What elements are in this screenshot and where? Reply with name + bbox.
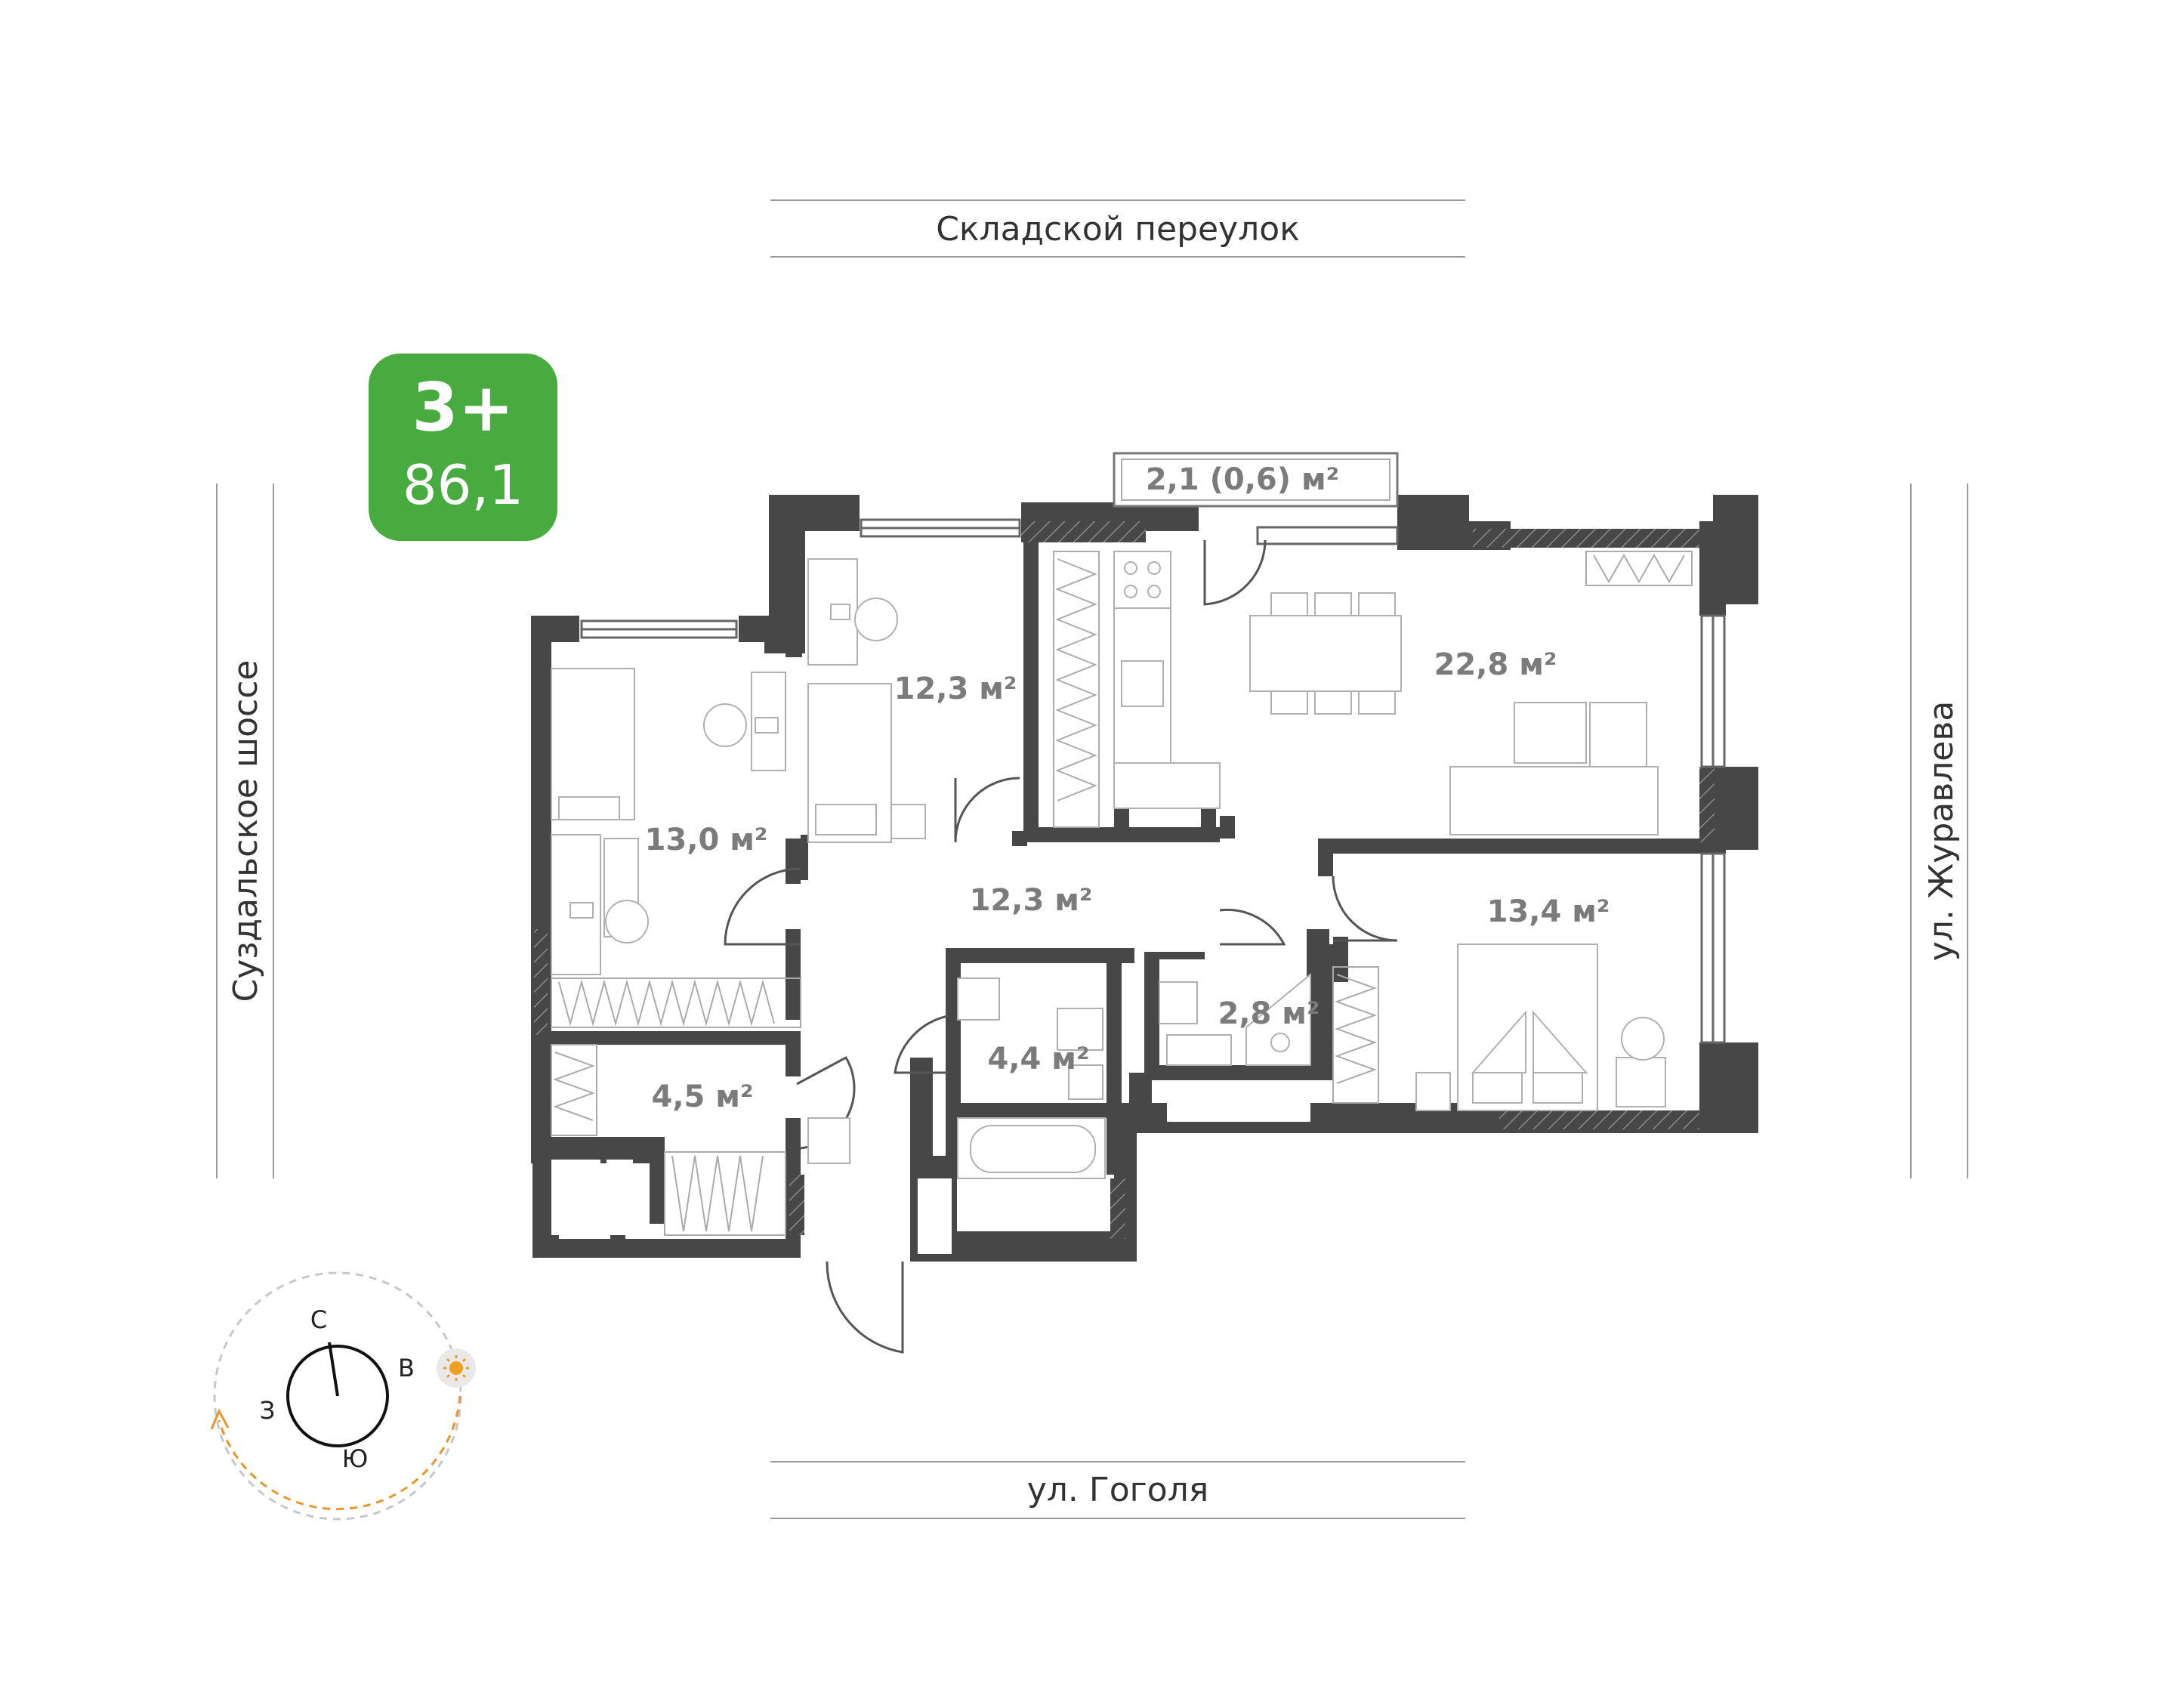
compass-east-label: В (398, 1354, 415, 1382)
balcony (1113, 452, 1399, 508)
street-top-label: Складской переулок (936, 210, 1300, 249)
furniture (551, 551, 1666, 1179)
apartment-room-count: 3+ (412, 369, 514, 446)
walls (532, 495, 1758, 1262)
street-right-label: ул. Журавлева (1922, 701, 1961, 961)
street-bottom-label: ул. Гоголя (1027, 1471, 1209, 1509)
room-balcony-area: 2,1 (0,6) м² (1146, 462, 1339, 497)
windows (580, 518, 1726, 1044)
compass-north-label: С (310, 1305, 327, 1334)
street-lines (216, 199, 1968, 1519)
room-storage-area: 4,5 м² (652, 1079, 754, 1114)
hatched-walls (532, 521, 1715, 1239)
compass: С В Ю З (210, 1271, 476, 1521)
room-bedroom-2-area: 13,0 м² (645, 823, 768, 857)
apartment-badge: 3+ 86,1 (369, 354, 557, 541)
room-labels: 2,1 (0,6) м² 22,8 м² 12,3 м² 13,0 м² 12,… (645, 462, 1610, 1114)
sun-path (218, 1395, 461, 1511)
wall-voids (551, 1099, 1310, 1239)
room-hallway-area: 12,3 м² (970, 883, 1093, 918)
sun-icon (437, 1348, 476, 1388)
room-toilet-area: 2,8 м² (1218, 996, 1320, 1031)
compass-south-label: Ю (342, 1444, 369, 1473)
room-living-kitchen-area: 22,8 м² (1434, 647, 1557, 682)
room-master-bedroom-area: 13,4 м² (1487, 894, 1610, 929)
wardrobes (551, 551, 1693, 1236)
room-bedroom-1-area: 12,3 м² (894, 672, 1017, 706)
compass-west-label: З (260, 1396, 276, 1425)
room-bathroom-area: 4,4 м² (988, 1042, 1090, 1076)
sun-path-arrow-icon (210, 1408, 230, 1430)
street-left-label: Суздальское шоссе (227, 660, 265, 1002)
apartment-total-area: 86,1 (402, 453, 524, 517)
doors (724, 539, 1398, 1354)
